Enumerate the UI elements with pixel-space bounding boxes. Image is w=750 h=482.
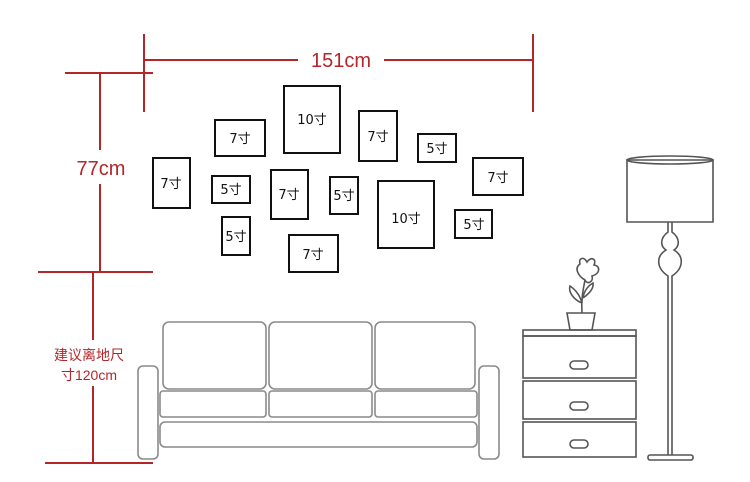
frame-10in-lower bbox=[377, 180, 435, 249]
flower-leaf-icon bbox=[568, 284, 583, 304]
sofa-arm-left bbox=[137, 365, 159, 460]
sofa-arm-right bbox=[478, 365, 500, 460]
frame-label: 5寸 bbox=[333, 189, 354, 204]
lamp-body-icon bbox=[657, 222, 683, 455]
frame-gallery: 10寸 7寸 7寸 5寸 7寸 5寸 7寸 5寸 5寸 10寸 5寸 7寸 7寸 bbox=[152, 85, 524, 273]
frame-7in-upper-left bbox=[214, 119, 266, 157]
height-label: 77cm bbox=[77, 158, 126, 180]
flower-pot-icon bbox=[566, 312, 596, 331]
frame-label: 7寸 bbox=[278, 188, 299, 203]
sofa-cushion-back-left bbox=[162, 321, 267, 390]
frame-7in-center bbox=[270, 169, 309, 220]
frame-5in-lower-left bbox=[221, 216, 251, 256]
width-label: 151cm bbox=[311, 50, 371, 72]
frame-7in-upper-right bbox=[358, 110, 398, 162]
frame-label: 7寸 bbox=[487, 171, 508, 186]
frame-label: 5寸 bbox=[225, 230, 246, 245]
frame-label: 7寸 bbox=[367, 130, 388, 145]
frame-label: 5寸 bbox=[220, 183, 241, 198]
frame-7in-bottom bbox=[288, 234, 339, 273]
cabinet-drawer-top bbox=[522, 335, 637, 379]
floor-dimension bbox=[45, 272, 153, 464]
sofa-seat-middle bbox=[268, 390, 373, 418]
lamp-base bbox=[647, 454, 694, 461]
frame-5in-center bbox=[329, 176, 359, 215]
cabinet-top bbox=[522, 329, 637, 337]
frame-label: 7寸 bbox=[160, 177, 181, 192]
sofa-cushion-back-middle bbox=[268, 321, 373, 390]
frame-7in-far-left bbox=[152, 157, 191, 209]
frame-5in-top-right bbox=[417, 133, 457, 163]
frame-5in-left bbox=[211, 175, 251, 204]
floor-label-line2: 寸120cm bbox=[61, 367, 117, 383]
frame-7in-right bbox=[472, 157, 524, 196]
frame-label: 10寸 bbox=[391, 212, 421, 227]
frame-10in-top bbox=[283, 85, 341, 154]
drawer-handle-icon bbox=[569, 360, 589, 370]
sofa bbox=[137, 321, 500, 460]
cabinet-drawer-middle bbox=[522, 380, 637, 420]
frame-label: 10寸 bbox=[297, 113, 327, 128]
sofa-seat-right bbox=[374, 390, 478, 418]
height-dimension bbox=[38, 72, 153, 273]
frame-label: 5寸 bbox=[463, 218, 484, 233]
floor-label-line1: 建议离地尺 bbox=[54, 347, 124, 363]
flower-stem-icon bbox=[580, 279, 586, 314]
flower-leaf-icon bbox=[582, 281, 594, 299]
lamp-shade-top bbox=[626, 155, 714, 165]
potted-flower bbox=[566, 257, 600, 331]
drawer-handle-icon bbox=[569, 401, 589, 411]
sofa-seat-left bbox=[159, 390, 267, 418]
frame-5in-right bbox=[454, 209, 493, 239]
sofa-cushion-back-right bbox=[374, 321, 476, 390]
drawer-handle-icon bbox=[569, 439, 589, 449]
frame-label: 7寸 bbox=[229, 132, 250, 147]
lamp-shade-icon bbox=[626, 159, 714, 223]
frame-label: 5寸 bbox=[426, 142, 447, 157]
cabinet-drawer-bottom bbox=[522, 421, 637, 458]
side-cabinet bbox=[522, 329, 637, 458]
floor-lamp bbox=[626, 155, 714, 461]
frame-label: 7寸 bbox=[302, 248, 323, 263]
flower-head-icon bbox=[576, 257, 600, 284]
sofa-base bbox=[159, 421, 478, 448]
